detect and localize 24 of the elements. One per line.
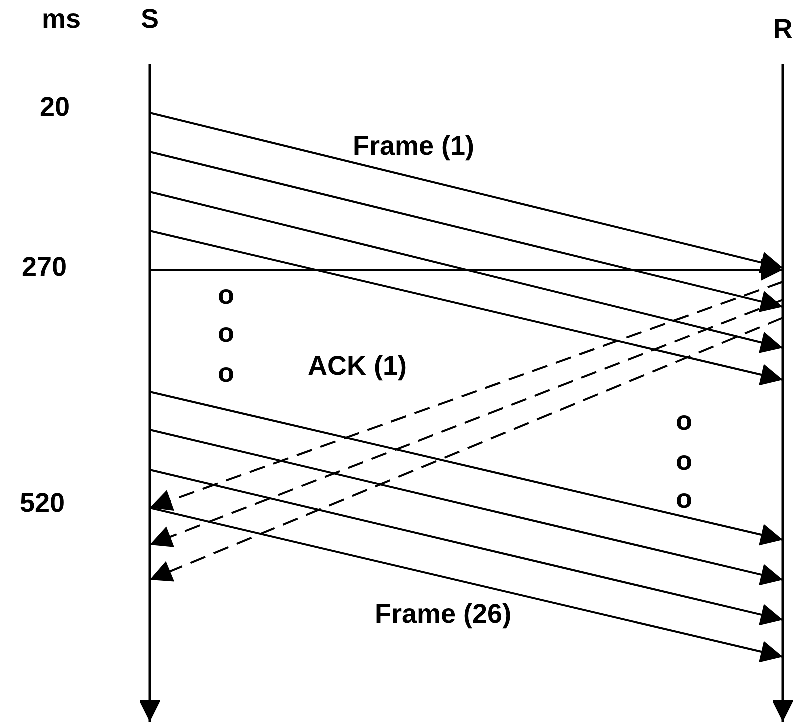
arrow xyxy=(150,469,784,626)
ellipsis-mark: o xyxy=(676,448,692,475)
time-label: 520 xyxy=(20,490,66,517)
ellipsis-mark: o xyxy=(676,486,692,513)
arrow xyxy=(150,507,784,663)
arrow xyxy=(150,151,784,312)
participant-label: R xyxy=(772,16,794,43)
ellipsis-mark: o xyxy=(218,282,234,309)
ellipsis-mark: o xyxy=(676,408,692,435)
arrow xyxy=(150,112,784,274)
arrow xyxy=(150,317,784,582)
arrow xyxy=(150,281,784,511)
ellipsis-mark: o xyxy=(218,360,234,387)
arrow xyxy=(150,259,783,281)
time-label: 270 xyxy=(22,254,68,281)
arrow xyxy=(150,299,784,548)
arrow xyxy=(150,391,784,546)
axis-unit: ms xyxy=(42,6,82,33)
ellipsis-mark: o xyxy=(218,320,234,347)
time-label: 20 xyxy=(40,94,70,121)
participant-label: S xyxy=(140,6,160,33)
arrow xyxy=(150,230,784,386)
arrow xyxy=(150,429,784,586)
arrow xyxy=(150,191,784,354)
